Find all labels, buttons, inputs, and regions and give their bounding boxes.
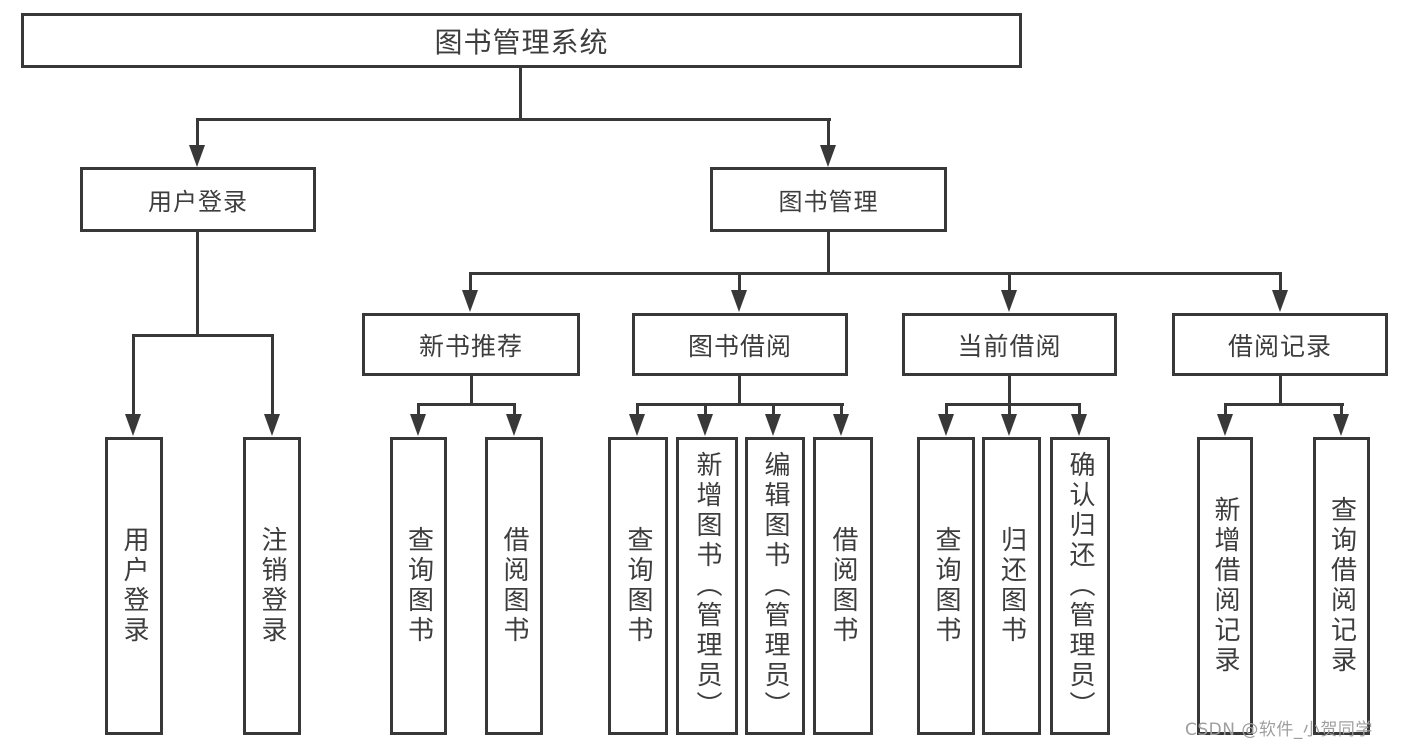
- node-label: 用户登录: [148, 188, 248, 216]
- arrowhead: [765, 414, 781, 436]
- arrowhead: [1217, 414, 1233, 436]
- connector-line: [1340, 403, 1343, 416]
- node-query-books-borrowing: 查询图书: [608, 437, 668, 735]
- connector-line: [470, 376, 473, 406]
- node-label: 借阅图书: [828, 526, 858, 646]
- node-label: 当前借阅: [957, 331, 1062, 361]
- node-label: 注销登录: [257, 526, 287, 646]
- arrowhead: [1071, 414, 1087, 436]
- node-confirm-return-admin: 确认归还（管理员）: [1050, 437, 1110, 735]
- node-logout: 注销登录: [243, 437, 301, 735]
- node-borrow-books-borrowing: 借阅图书: [813, 437, 873, 735]
- connector-line: [196, 118, 831, 121]
- node-label: 借阅记录: [1227, 331, 1332, 361]
- node-label: 确认归还（管理员）: [1065, 451, 1095, 721]
- node-label: 查询图书: [403, 526, 434, 646]
- connector-line: [469, 272, 1282, 275]
- node-query-borrow-record: 查询借阅记录: [1313, 437, 1370, 735]
- node-book-borrowing: 图书借阅: [632, 313, 848, 376]
- node-label: 新增借阅记录: [1210, 496, 1240, 676]
- arrowhead: [629, 414, 645, 436]
- connector-line: [519, 68, 522, 119]
- node-edit-books-admin: 编辑图书（管理员）: [745, 437, 805, 735]
- connector-line: [1008, 403, 1011, 416]
- node-label: 新增图书（管理员）: [692, 451, 722, 721]
- arrowhead: [1001, 414, 1017, 436]
- connector-line: [417, 403, 420, 416]
- node-label: 图书管理: [778, 188, 879, 216]
- connector-line: [1224, 403, 1344, 406]
- node-label: 图书借阅: [687, 331, 792, 361]
- connector-line: [271, 334, 274, 416]
- node-label: 查询借阅记录: [1326, 496, 1357, 676]
- connector-line: [636, 403, 844, 406]
- connector-line: [196, 232, 199, 337]
- node-label: 归还图书: [996, 526, 1027, 646]
- connector-line: [772, 403, 775, 416]
- connector-line: [1008, 272, 1011, 292]
- node-label: 编辑图书（管理员）: [760, 451, 790, 721]
- arrowhead: [697, 414, 713, 436]
- node-new-book-recommendation: 新书推荐: [362, 313, 580, 376]
- connector-line: [196, 118, 199, 147]
- connector-line: [738, 376, 741, 406]
- connector-line: [840, 403, 843, 416]
- node-label: 用户登录: [119, 526, 149, 646]
- arrowhead: [1272, 290, 1288, 312]
- connector-line: [945, 403, 948, 416]
- arrowhead: [189, 145, 205, 167]
- node-label: 借阅图书: [499, 526, 529, 646]
- node-book-management: 图书管理: [710, 167, 947, 232]
- connector-line: [417, 403, 516, 406]
- node-query-books-current: 查询图书: [917, 437, 975, 735]
- node-return-books: 归还图书: [982, 437, 1041, 735]
- connector-line: [1279, 376, 1282, 406]
- arrowhead: [125, 414, 141, 436]
- connector-line: [1279, 272, 1282, 292]
- arrowhead: [410, 414, 426, 436]
- node-current-borrowing: 当前借阅: [902, 313, 1117, 376]
- connector-line: [704, 403, 707, 416]
- node-add-borrow-record: 新增借阅记录: [1197, 437, 1253, 735]
- node-library-system: 图书管理系统: [21, 13, 1022, 68]
- node-label: 查询图书: [931, 526, 961, 646]
- arrowhead: [820, 145, 836, 167]
- watermark: CSDN @软件_小贺同学: [1185, 720, 1373, 740]
- node-query-books-recommend: 查询图书: [390, 437, 447, 735]
- arrowhead: [938, 414, 954, 436]
- connector-line: [469, 272, 472, 292]
- connector-line: [827, 232, 830, 275]
- connector-line: [738, 272, 741, 292]
- node-user-login: 用户登录: [80, 167, 316, 232]
- arrowhead: [264, 414, 280, 436]
- connector-line: [132, 334, 274, 337]
- node-borrowing-records: 借阅记录: [1172, 313, 1388, 376]
- arrowhead: [1333, 414, 1349, 436]
- arrowhead: [833, 414, 849, 436]
- node-user-login-action: 用户登录: [105, 437, 163, 735]
- connector-line: [945, 403, 1081, 406]
- node-label: 查询图书: [623, 526, 653, 646]
- arrowhead: [1001, 290, 1017, 312]
- arrowhead: [506, 414, 522, 436]
- connector-line: [132, 334, 135, 416]
- node-add-books-admin: 新增图书（管理员）: [676, 437, 738, 735]
- connector-line: [1008, 376, 1011, 406]
- connector-line: [513, 403, 516, 416]
- node-label: 图书管理系统: [434, 25, 609, 59]
- arrowhead: [731, 290, 747, 312]
- connector-line: [636, 403, 639, 416]
- node-borrow-books-recommend: 借阅图书: [485, 437, 543, 735]
- arrowhead: [462, 290, 478, 312]
- node-label: 新书推荐: [418, 331, 523, 361]
- connector-line: [827, 118, 830, 147]
- connector-line: [1224, 403, 1227, 416]
- connector-line: [1078, 403, 1081, 416]
